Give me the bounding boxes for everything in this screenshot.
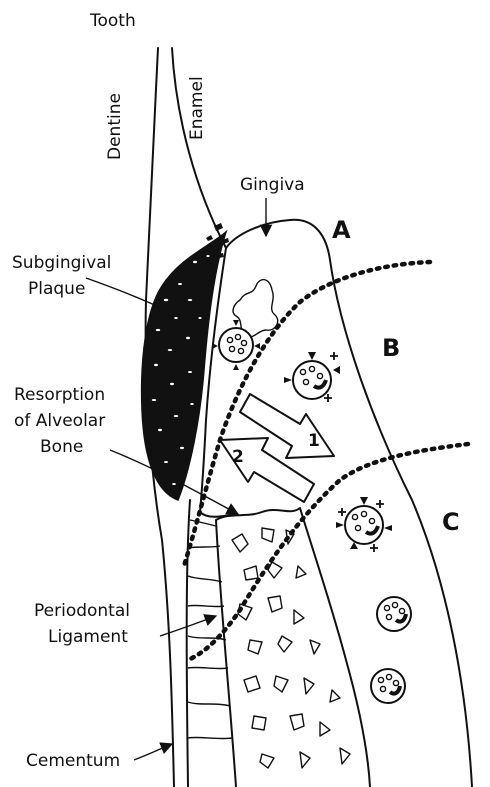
- arrow-1-label: 1: [308, 431, 320, 451]
- zone-a-label: A: [332, 216, 351, 244]
- zone-boundary-bc: [188, 444, 468, 660]
- arrow-2-label: 2: [232, 447, 244, 467]
- cementum-label: Cementum: [26, 751, 120, 771]
- cementum-leader: [134, 744, 172, 760]
- subgingival-plaque-label: Subgingival Plaque: [12, 253, 117, 299]
- dentine-label: Dentine: [105, 93, 125, 160]
- enamel-label: Enamel: [187, 76, 207, 140]
- zone-c-label: C: [442, 508, 460, 536]
- osteoclast-cell-2: [336, 497, 392, 552]
- bone-trabeculae: [232, 528, 350, 768]
- osteoclast-cell-1: [284, 352, 340, 402]
- immune-cell-2: [377, 597, 411, 631]
- gingiva-label: Gingiva: [240, 175, 305, 195]
- zone-b-label: B: [382, 334, 400, 362]
- resorption-label: Resorption of Alveolar Bone: [14, 385, 111, 457]
- periodontal-ligament-label: Periodontal Ligament: [34, 601, 135, 647]
- gingiva-outline: [226, 220, 472, 787]
- subgingival-plaque: [142, 232, 226, 500]
- immune-cell-3: [371, 669, 405, 703]
- tooth-label: Tooth: [89, 11, 136, 31]
